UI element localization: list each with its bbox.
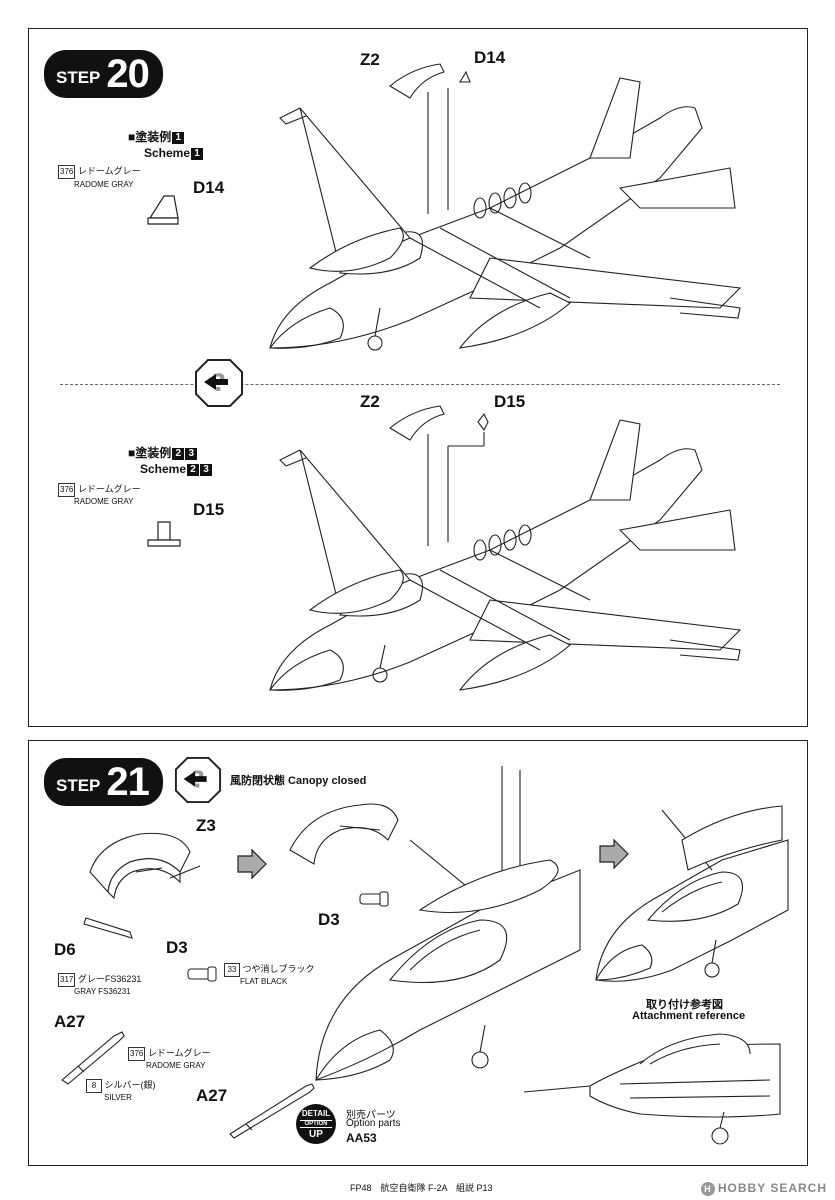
step-number: 20 bbox=[106, 51, 149, 96]
attachment-reference-en: Attachment reference bbox=[632, 1010, 746, 1022]
step-label: STEP bbox=[56, 776, 101, 795]
option-parts-code: AA53 bbox=[346, 1131, 377, 1145]
step-21-badge: STEP 21 bbox=[44, 758, 163, 806]
scheme-number: 2 bbox=[187, 463, 200, 476]
step-number: 21 bbox=[106, 759, 149, 804]
part-label-z2-bottom: Z2 bbox=[360, 392, 380, 411]
page-footer: FP48 航空自衛隊 F-2A 組説 P13 bbox=[350, 1183, 493, 1193]
scheme-number: 3 bbox=[200, 463, 213, 476]
paint-note-silver-en: SILVER bbox=[104, 1093, 132, 1102]
part-label-d6: D6 bbox=[54, 940, 76, 959]
step-label: STEP bbox=[56, 68, 101, 87]
paint-code: 376 bbox=[58, 164, 76, 179]
attachment-reference-jp: 取り付け参考図 bbox=[646, 999, 723, 1011]
alternate-choice-icon: ? bbox=[195, 359, 243, 407]
paint-note-black-en: FLAT BLACK bbox=[240, 977, 288, 986]
part-z3-canopy-sketch bbox=[83, 832, 201, 939]
part-label-d3-large: D3 bbox=[318, 910, 340, 929]
part-d14-sketch bbox=[147, 195, 179, 225]
canopy-closed-caption: 風防閉状態 Canopy closed bbox=[230, 775, 367, 787]
paint-note-gray: 317 グレーFS36231 bbox=[58, 972, 141, 987]
paint-code: 317 bbox=[58, 972, 76, 987]
jet-illustration-bottom bbox=[268, 405, 742, 691]
paint-note-radome-1-en: RADOME GRAY bbox=[74, 180, 134, 189]
part-label-a27-bottom: A27 bbox=[196, 1086, 228, 1105]
option-parts-en: Option parts bbox=[346, 1118, 401, 1129]
paint-note-gray-en: GRAY FS36231 bbox=[74, 987, 131, 996]
step-20-badge: STEP 20 bbox=[44, 50, 163, 98]
option-parts-jp: 別売パーツ bbox=[346, 1110, 396, 1121]
flow-arrow-icon bbox=[599, 838, 629, 870]
paint-note-radome-2-en: RADOME GRAY bbox=[74, 497, 134, 506]
part-a27-probe-sketch bbox=[61, 1031, 125, 1085]
paint-note-silver: 8 シルバー(銀) bbox=[86, 1078, 156, 1093]
paint-code: 376 bbox=[58, 482, 76, 497]
paint-note-black: 33 つや消しブラック bbox=[224, 962, 315, 977]
part-label-z3: Z3 bbox=[196, 816, 216, 835]
scheme-number: 1 bbox=[191, 147, 204, 160]
part-label-z2-top: Z2 bbox=[360, 50, 380, 69]
flow-arrow-icon bbox=[237, 848, 267, 880]
part-label-d14-left: D14 bbox=[193, 178, 225, 197]
paint-code: 376 bbox=[128, 1046, 146, 1061]
part-label-a27-left: A27 bbox=[54, 1012, 86, 1031]
part-label-d15-left: D15 bbox=[193, 500, 225, 519]
paint-note-radome-1: 376 レドームグレー bbox=[58, 164, 141, 179]
part-label-d14-top: D14 bbox=[474, 48, 506, 67]
canopy-closed-icon: ? bbox=[174, 756, 222, 804]
scheme-number: 1 bbox=[172, 131, 185, 144]
part-d3-sketch bbox=[187, 966, 217, 982]
part-label-d15-top: D15 bbox=[494, 392, 526, 411]
attachment-reference-illustration bbox=[523, 1033, 781, 1145]
part-d15-sketch bbox=[147, 521, 181, 547]
part-a27-bottom-sketch bbox=[229, 1083, 315, 1139]
scheme-number: 3 bbox=[185, 447, 198, 460]
watermark-logo-icon: H bbox=[700, 1182, 715, 1196]
paint-note-radome-21: 376 レドームグレー bbox=[128, 1046, 211, 1061]
paint-note-radome-21-en: RADOME GRAY bbox=[146, 1061, 206, 1070]
scheme-divider bbox=[60, 384, 780, 385]
paint-code: 8 bbox=[86, 1078, 102, 1093]
jet-closed-canopy-illustration bbox=[595, 805, 789, 982]
detail-up-badge: DETAIL OPTION UP bbox=[296, 1104, 336, 1144]
jet-illustration-top bbox=[268, 63, 742, 351]
part-label-d3-small: D3 bbox=[166, 938, 188, 957]
paint-note-radome-2: 376 レドームグレー bbox=[58, 482, 141, 497]
paint-code: 33 bbox=[224, 962, 240, 977]
jet-nose-assembly-illustration bbox=[289, 766, 581, 1081]
scheme-number: 2 bbox=[172, 447, 185, 460]
